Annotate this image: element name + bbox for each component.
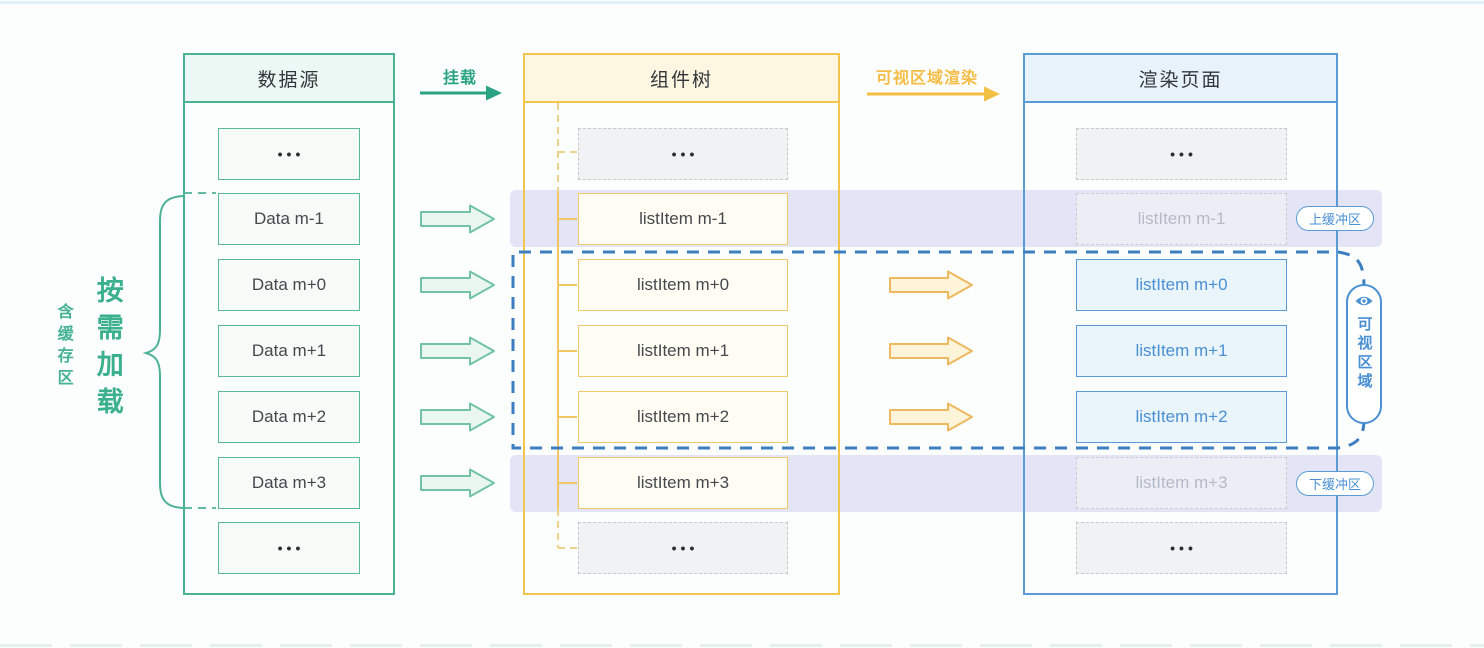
tree-item-m-1: listItem m-1 <box>578 193 788 245</box>
column-title-data-source: 数据源 <box>185 55 393 103</box>
data-item-m2: Data m+2 <box>218 391 360 443</box>
tree-item-m2: listItem m+2 <box>578 391 788 443</box>
bottom-edge-line <box>0 644 1484 647</box>
column-title-render-page: 渲染页面 <box>1025 55 1336 103</box>
eye-icon <box>1354 294 1374 313</box>
data-item-ellipsis-top: ••• <box>218 128 360 180</box>
data-to-tree-arrows <box>420 204 495 498</box>
viewport-pill: 可视区域 <box>1346 284 1382 424</box>
page-item-m3: listItem m+3 <box>1076 457 1287 509</box>
top-edge-line <box>0 1 1484 4</box>
viewport-render-arrow-label: 可视区域渲染 <box>875 70 978 87</box>
viewport-pill-label: 可视区域 <box>1355 316 1373 392</box>
bottom-buffer-badge: 下缓冲区 <box>1296 471 1374 496</box>
tree-item-m0: listItem m+0 <box>578 259 788 311</box>
tree-item-ellipsis-bottom: ••• <box>578 522 788 574</box>
load-on-demand-note: 按需加载 <box>92 276 123 424</box>
data-item-ellipsis-bottom: ••• <box>218 522 360 574</box>
page-item-m0: listItem m+0 <box>1076 259 1287 311</box>
top-buffer-badge: 上缓冲区 <box>1296 206 1374 231</box>
buffer-included-note: 含缓存区 <box>54 303 72 391</box>
page-item-ellipsis-bottom: ••• <box>1076 522 1287 574</box>
page-item-ellipsis-top: ••• <box>1076 128 1287 180</box>
column-data-source: 数据源 <box>183 53 395 595</box>
tree-item-ellipsis-top: ••• <box>578 128 788 180</box>
mount-arrow-label: 挂载 <box>442 70 477 87</box>
tree-to-page-arrows <box>889 270 973 432</box>
column-render-page: 渲染页面 <box>1023 53 1338 595</box>
column-title-component-tree: 组件树 <box>525 55 838 103</box>
tree-item-m1: listItem m+1 <box>578 325 788 377</box>
data-item-m-1: Data m-1 <box>218 193 360 245</box>
viewport-render-arrow <box>867 86 1000 102</box>
page-item-m1: listItem m+1 <box>1076 325 1287 377</box>
data-item-m1: Data m+1 <box>218 325 360 377</box>
page-item-m-1: listItem m-1 <box>1076 193 1287 245</box>
data-item-m3: Data m+3 <box>218 457 360 509</box>
page-item-m2: listItem m+2 <box>1076 391 1287 443</box>
data-item-m0: Data m+0 <box>218 259 360 311</box>
tree-item-m3: listItem m+3 <box>578 457 788 509</box>
